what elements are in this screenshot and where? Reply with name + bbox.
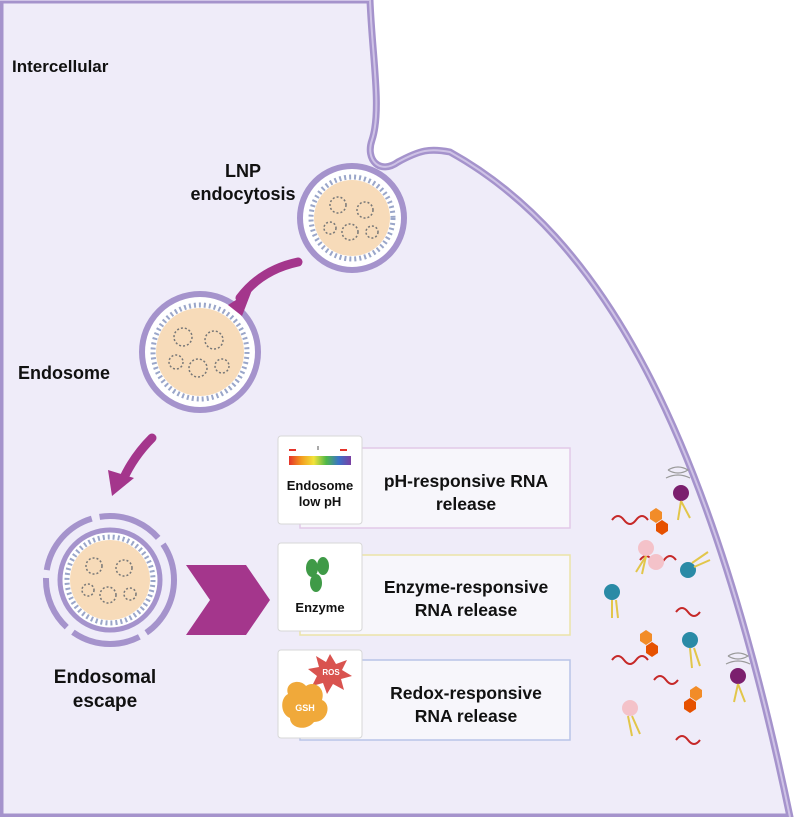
- label-endosome: Endosome: [18, 363, 111, 383]
- ph-scale-icon: [289, 446, 351, 465]
- gsh-blob-icon: [282, 681, 328, 728]
- lnp-endocytosis-vesicle: [297, 163, 407, 273]
- released-components: [604, 466, 751, 745]
- arrow-endosome-to-escape: [108, 433, 157, 496]
- chevron-arrow: [186, 565, 270, 635]
- label-lnp-endocytosis: LNP endocytosis: [190, 161, 296, 204]
- arrow-endocytosis-to-endosome: [228, 257, 303, 316]
- label-endosomal-escape: Endosomal escape: [53, 667, 157, 712]
- ph-icon-label: Endosome low pH: [286, 478, 354, 510]
- pathway-text-ph: pH-responsive RNA release: [383, 471, 549, 514]
- endosome-vesicle: [139, 291, 261, 413]
- pathway-text-redox: Redox-responsive RNA release: [390, 683, 542, 726]
- ros-burst-icon: [308, 654, 352, 694]
- enzyme-icon: [306, 557, 329, 592]
- gsh-blob-label: GSH: [295, 703, 315, 713]
- pathway-text-enzyme: Enzyme-responsive RNA release: [383, 577, 549, 620]
- endosomal-escape-vesicle: [43, 513, 177, 647]
- ros-badge-label: ROS: [322, 668, 340, 677]
- label-intercellular: Intercellular: [12, 57, 109, 76]
- enzyme-icon-label: Enzyme: [295, 600, 345, 615]
